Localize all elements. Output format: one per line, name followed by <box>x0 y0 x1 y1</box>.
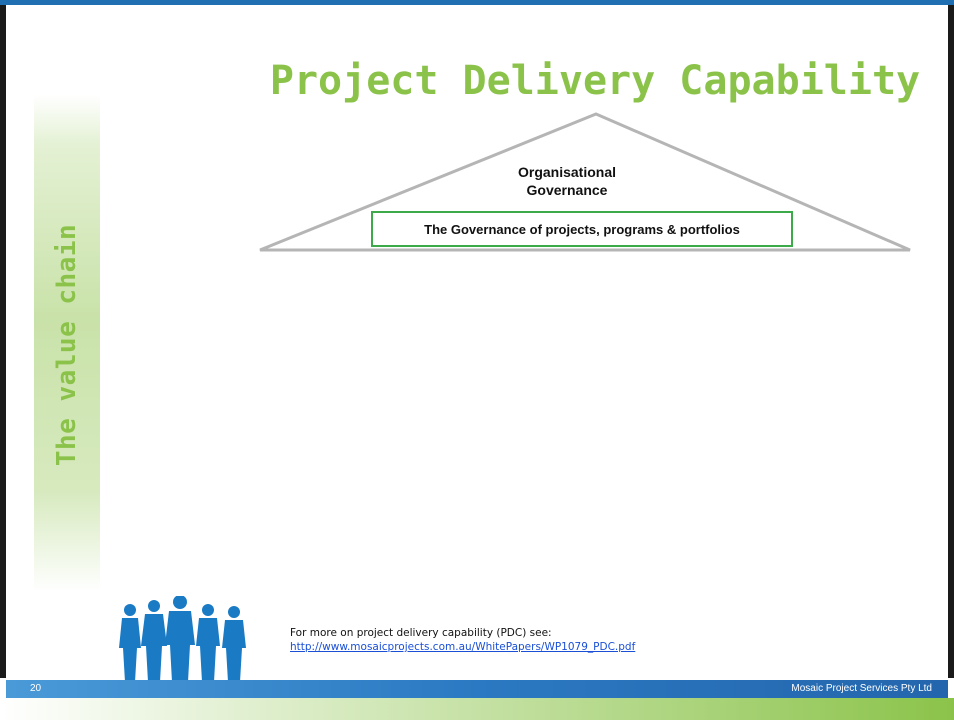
people-silhouette-icon <box>119 596 246 682</box>
slide-title: Project Delivery Capability <box>269 58 921 104</box>
side-panel <box>34 95 100 592</box>
footer-bar: 20 Mosaic Project Services Pty Ltd <box>6 680 948 698</box>
more-info-text: For more on project delivery capability … <box>290 627 552 639</box>
apex-label: Organisational Governance <box>517 164 617 198</box>
governance-box: The Governance of projects, programs & p… <box>371 211 793 247</box>
pdc-whitepaper-link[interactable]: http://www.mosaicprojects.com.au/WhitePa… <box>290 641 636 653</box>
side-label: The value chain <box>52 223 82 467</box>
governance-triangle <box>259 112 911 252</box>
frame-right <box>948 5 954 678</box>
company-name: Mosaic Project Services Pty Ltd <box>791 683 932 694</box>
more-info: For more on project delivery capability … <box>290 626 635 654</box>
top-bar <box>0 0 954 5</box>
frame-left <box>0 5 6 678</box>
bottom-stripe <box>0 698 954 720</box>
page-number: 20 <box>30 683 42 694</box>
